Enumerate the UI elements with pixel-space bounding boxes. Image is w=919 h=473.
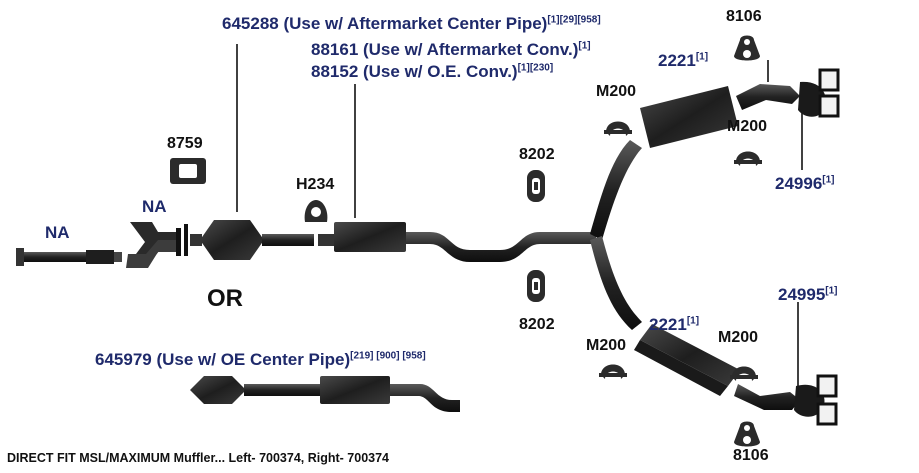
tip-24996 [798, 68, 840, 118]
label-8202-lower: 8202 [519, 316, 555, 333]
label-na-right: NA [142, 197, 167, 216]
label-m200-bottom-right: M200 [718, 329, 759, 346]
m200-clamps [599, 121, 762, 381]
label-645979: 645979 (Use w/ OE Center Pipe)[219] [900… [95, 350, 426, 369]
tip-24995 [794, 374, 838, 426]
catalytic-converter-upper [190, 220, 314, 260]
label-or: OR [207, 285, 243, 312]
label-645288: 645288 (Use w/ Aftermarket Center Pipe)[… [222, 14, 601, 33]
muffler-upper [640, 84, 800, 148]
hanger-8202-lower [527, 270, 545, 302]
label-8106-upper: 8106 [726, 8, 762, 25]
center-pipe-upper [318, 222, 596, 262]
hanger-8202-upper [527, 170, 545, 202]
label-h234: H234 [296, 176, 335, 193]
leader-lines [236, 44, 803, 388]
clamp-8106-lower [734, 421, 760, 447]
clamp-8106-upper [734, 35, 760, 61]
label-2221-upper: 2221[1] [658, 51, 709, 70]
label-24996: 24996[1] [775, 174, 835, 193]
label-m200-bottom-left: M200 [586, 337, 627, 354]
label-88152: 88152 (Use w/ O.E. Conv.)[1][230] [311, 62, 554, 81]
label-na-left: NA [45, 223, 70, 242]
label-24995: 24995[1] [778, 285, 838, 304]
label-8759: 8759 [167, 135, 203, 152]
center-pipe-oe [190, 376, 460, 412]
gasket-8759 [170, 158, 206, 184]
muffler-lower [634, 324, 800, 410]
na-front-pipe [16, 248, 122, 266]
na-y-pipe [126, 222, 188, 268]
label-8202-upper: 8202 [519, 146, 555, 163]
label-m200-top-right: M200 [727, 118, 768, 135]
label-8106-lower: 8106 [733, 447, 769, 464]
label-88161: 88161 (Use w/ Aftermarket Conv.)[1] [311, 40, 591, 59]
label-m200-top-left: M200 [596, 83, 637, 100]
y-split-pipes [590, 140, 642, 330]
hanger-h234 [304, 200, 328, 222]
label-2221-lower: 2221[1] [649, 315, 700, 334]
footer-note: DIRECT FIT MSL/MAXIMUM Muffler... Left- … [7, 451, 390, 465]
